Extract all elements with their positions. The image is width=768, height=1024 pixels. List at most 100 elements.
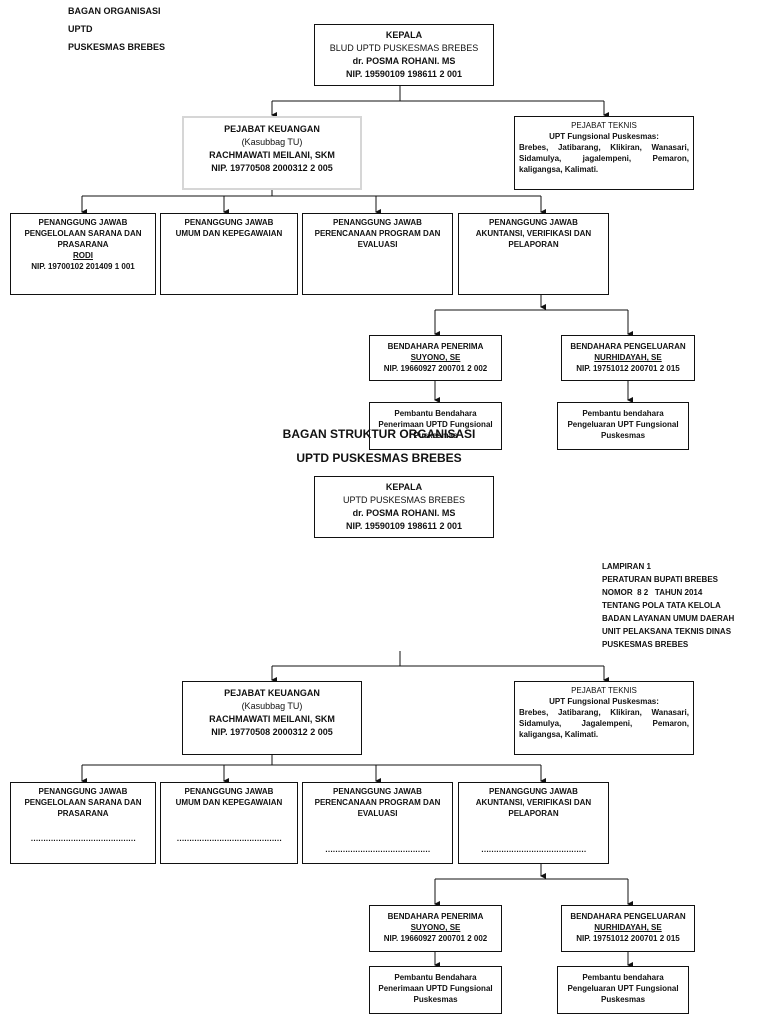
pejabat-teknis-box-2: PEJABAT TEKNIS UPT Fungsional Puskesmas:… (514, 681, 694, 755)
kepala-name: dr. POSMA ROHANI. MS (352, 56, 456, 66)
pembantu-penerima-box-2: Pembantu Bendahara Penerimaan UPTD Fungs… (369, 966, 502, 1014)
pj-perencanaan-box-2: PENANGGUNG JAWAB PERENCANAAN PROGRAM DAN… (302, 782, 453, 864)
pengeluaran-name: NURHIDAYAH, SE (594, 353, 662, 362)
kepala2-title: KEPALA (385, 482, 423, 492)
pj2-perencanaan-blank: …………………………………… (325, 845, 431, 854)
pj-akuntansi-title: PENANGGUNG JAWAB (489, 218, 578, 227)
title-line-1: BAGAN STRUKTUR ORGANISASI (282, 427, 476, 441)
bendahara-penerima-box: BENDAHARA PENERIMA SUYONO, SE NIP. 19660… (369, 335, 502, 381)
bendahara-pengeluaran-box-2: BENDAHARA PENGELUARAN NURHIDAYAH, SE NIP… (561, 905, 695, 952)
keuangan2-name: RACHMAWATI MEILANI, SKM (209, 714, 335, 724)
pj-perencanaan-box: PENANGGUNG JAWAB PERENCANAAN PROGRAM DAN… (302, 213, 453, 295)
kepala2-org: UPTD PUSKESMAS BREBES (342, 495, 466, 505)
pengeluaran2-title: BENDAHARA PENGELUARAN (570, 912, 686, 921)
pj-sarana-nip: NIP. 19700102 201409 1 001 (31, 262, 135, 271)
pengeluaran2-nip: NIP. 19751012 200701 2 015 (576, 934, 680, 943)
lampiran-line-4: TENTANG POLA TATA KELOLA (602, 601, 721, 610)
pj2-sarana-title: PENANGGUNG JAWAB (38, 787, 128, 796)
pembantu-pengeluaran-line2: Pengeluaran UPT Fungsional (567, 420, 679, 429)
pejabat-keuangan-box: PEJABAT KEUANGAN (Kasubbag TU) RACHMAWAT… (182, 116, 362, 190)
kepala-org: BLUD UPTD PUSKESMAS BREBES (329, 43, 479, 53)
pembantu2-penerima-line1: Pembantu Bendahara (394, 973, 477, 982)
pembantu-pengeluaran-box: Pembantu bendahara Pengeluaran UPT Fungs… (557, 402, 689, 450)
kepala2-name: dr. POSMA ROHANI. MS (352, 508, 456, 518)
pj2-perencanaan-body: PERENCANAAN PROGRAM DAN EVALUASI (314, 798, 441, 818)
pj2-akuntansi-body: AKUNTANSI, VERIFIKASI DAN PELAPORAN (475, 798, 592, 818)
pembantu2-penerima-line3: Puskesmas (413, 995, 458, 1004)
pj-umum-box-2: PENANGGUNG JAWAB UMUM DAN KEPEGAWAIAN ……… (160, 782, 298, 864)
kepala-box: KEPALA BLUD UPTD PUSKESMAS BREBES dr. PO… (314, 24, 494, 86)
pejabat-teknis-box: PEJABAT TEKNIS UPT Fungsional Puskesmas:… (514, 116, 694, 190)
bendahara-penerima-box-2: BENDAHARA PENERIMA SUYONO, SE NIP. 19660… (369, 905, 502, 952)
pj-sarana-box: PENANGGUNG JAWAB PENGELOLAAN SARANA DAN … (10, 213, 156, 295)
penerima2-title: BENDAHARA PENERIMA (387, 912, 484, 921)
pj-umum-body: UMUM DAN KEPEGAWAIAN (175, 229, 283, 238)
pj-akuntansi-box-2: PENANGGUNG JAWAB AKUNTANSI, VERIFIKASI D… (458, 782, 609, 864)
pengeluaran-title: BENDAHARA PENGELUARAN (570, 342, 686, 351)
pj2-sarana-body: PENGELOLAAN SARANA DAN PRASARANA (24, 798, 142, 818)
penerima-nip: NIP. 19660927 200701 2 002 (383, 364, 488, 373)
pembantu-pengeluaran-box-2: Pembantu bendahara Pengeluaran UPT Fungs… (557, 966, 689, 1014)
header-line-2: UPTD (68, 24, 93, 34)
pj2-perencanaan-title: PENANGGUNG JAWAB (333, 787, 422, 796)
keuangan-title: PEJABAT KEUANGAN (224, 124, 320, 134)
lampiran-block: LAMPIRAN 1 PERATURAN BUPATI BREBES NOMOR… (602, 560, 764, 651)
keuangan-nip: NIP. 19770508 2000312 2 005 (211, 163, 333, 173)
penerima2-nip: NIP. 19660927 200701 2 002 (383, 934, 488, 943)
header-line-3: PUSKESMAS BREBES (68, 42, 166, 52)
pj-sarana-name: RODI (73, 251, 93, 260)
lampiran-line-6: UNIT PELAKSANA TEKNIS DINAS (602, 627, 732, 636)
teknis2-list: Brebes, Jatibarang, Klikiran, Wanasari, … (519, 708, 689, 739)
kepala-nip: NIP. 19590109 198611 2 001 (346, 69, 462, 79)
pj-akuntansi-box: PENANGGUNG JAWAB AKUNTANSI, VERIFIKASI D… (458, 213, 609, 295)
pj-umum-title: PENANGGUNG JAWAB (184, 218, 274, 227)
pj2-umum-body: UMUM DAN KEPEGAWAIAN (175, 798, 283, 807)
teknis2-title: PEJABAT TEKNIS (571, 686, 637, 695)
kepala-box-2: KEPALA UPTD PUSKESMAS BREBES dr. POSMA R… (314, 476, 494, 538)
lampiran-line-7: PUSKESMAS BREBES (602, 640, 689, 649)
lampiran-line-3: NOMOR 8 2 TAHUN 2014 (602, 588, 703, 597)
penerima-name: SUYONO, SE (410, 353, 461, 362)
lampiran-line-5: BADAN LAYANAN UMUM DAERAH (602, 614, 735, 623)
header-block: BAGAN ORGANISASI UPTD PUSKESMAS BREBES (68, 2, 228, 56)
lampiran-line-1: LAMPIRAN 1 (602, 562, 651, 571)
pembantu-penerima-line2: Penerimaan UPTD Fungsional (378, 420, 493, 429)
pj-sarana-title: PENANGGUNG JAWAB (38, 218, 128, 227)
pj2-akuntansi-blank: …………………………………… (481, 845, 587, 854)
pj2-akuntansi-title: PENANGGUNG JAWAB (489, 787, 578, 796)
title-block-2: BAGAN STRUKTUR ORGANISASI UPTD PUSKESMAS… (234, 426, 524, 466)
pj-sarana-box-2: PENANGGUNG JAWAB PENGELOLAAN SARANA DAN … (10, 782, 156, 864)
kepala-title: KEPALA (385, 30, 423, 40)
keuangan2-sub: (Kasubbag TU) (241, 701, 303, 711)
pj2-sarana-blank: …………………………………… (30, 834, 137, 843)
teknis2-sub: UPT Fungsional Puskesmas: (549, 697, 659, 706)
keuangan-name: RACHMAWATI MEILANI, SKM (209, 150, 335, 160)
penerima-title: BENDAHARA PENERIMA (387, 342, 484, 351)
pembantu2-pengeluaran-line3: Puskesmas (600, 995, 646, 1004)
kepala2-nip: NIP. 19590109 198611 2 001 (346, 521, 462, 531)
bendahara-pengeluaran-box: BENDAHARA PENGELUARAN NURHIDAYAH, SE NIP… (561, 335, 695, 381)
pj-perencanaan-body: PERENCANAAN PROGRAM DAN EVALUASI (314, 229, 441, 249)
pj-perencanaan-title: PENANGGUNG JAWAB (333, 218, 422, 227)
title-line-2: UPTD PUSKESMAS BREBES (296, 451, 462, 465)
pj-umum-box: PENANGGUNG JAWAB UMUM DAN KEPEGAWAIAN (160, 213, 298, 295)
pembantu2-pengeluaran-line2: Pengeluaran UPT Fungsional (567, 984, 679, 993)
pejabat-keuangan-box-2: PEJABAT KEUANGAN (Kasubbag TU) RACHMAWAT… (182, 681, 362, 755)
pj2-umum-blank: …………………………………… (176, 834, 283, 843)
pembantu-penerima-box: Pembantu Bendahara Penerimaan UPTD Fungs… (369, 402, 502, 450)
pembantu-penerima-line1: Pembantu Bendahara (394, 409, 477, 418)
keuangan2-nip: NIP. 19770508 2000312 2 005 (211, 727, 333, 737)
pengeluaran-nip: NIP. 19751012 200701 2 015 (576, 364, 680, 373)
pembantu-penerima-line3: Puskesmas (413, 431, 458, 440)
pengeluaran2-name: NURHIDAYAH, SE (594, 923, 662, 932)
penerima2-name: SUYONO, SE (410, 923, 461, 932)
keuangan2-title: PEJABAT KEUANGAN (224, 688, 320, 698)
teknis-list: Brebes, Jatibarang, Klikiran, Wanasari, … (519, 143, 689, 174)
pembantu2-pengeluaran-line1: Pembantu bendahara (582, 973, 664, 982)
pj2-umum-title: PENANGGUNG JAWAB (184, 787, 274, 796)
pembantu-pengeluaran-line3: Puskesmas (600, 431, 646, 440)
pj-sarana-body: PENGELOLAAN SARANA DAN PRASARANA (24, 229, 142, 249)
pembantu2-penerima-line2: Penerimaan UPTD Fungsional (378, 984, 493, 993)
lampiran-line-2: PERATURAN BUPATI BREBES (602, 575, 719, 584)
